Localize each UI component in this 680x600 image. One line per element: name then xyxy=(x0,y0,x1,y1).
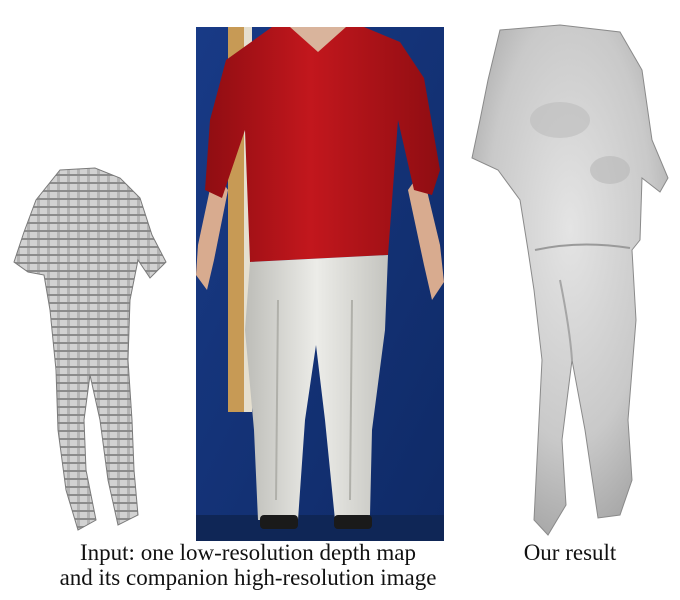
left-shoe xyxy=(260,515,298,529)
result-mesh-body xyxy=(471,24,669,536)
input-depth-map-panel xyxy=(13,167,167,531)
jeans-crease-left xyxy=(275,299,279,501)
red-sweater xyxy=(205,27,440,262)
depth-map-body xyxy=(13,167,167,531)
mesh-fold-2 xyxy=(559,279,573,361)
caption-result: Our result xyxy=(523,540,617,565)
left-arm xyxy=(196,170,228,290)
input-color-image-panel xyxy=(196,27,444,541)
caption-input: Input: one low-resolution depth map and … xyxy=(18,540,478,590)
mesh-shading-1 xyxy=(530,102,590,138)
floor-strip xyxy=(196,515,444,541)
caption-input-line-2: and its companion high-resolution image xyxy=(59,565,437,590)
sweater-neckline xyxy=(290,27,346,52)
door-panel xyxy=(244,27,252,412)
mesh-shading-2 xyxy=(590,156,630,184)
result-mesh-panel xyxy=(471,24,669,536)
right-arm xyxy=(408,170,444,300)
mesh-fold-1 xyxy=(534,243,631,251)
jeans-crease-right xyxy=(349,299,353,501)
caption-input-line-1: Input: one low-resolution depth map xyxy=(80,540,416,565)
right-shoe xyxy=(334,515,372,529)
